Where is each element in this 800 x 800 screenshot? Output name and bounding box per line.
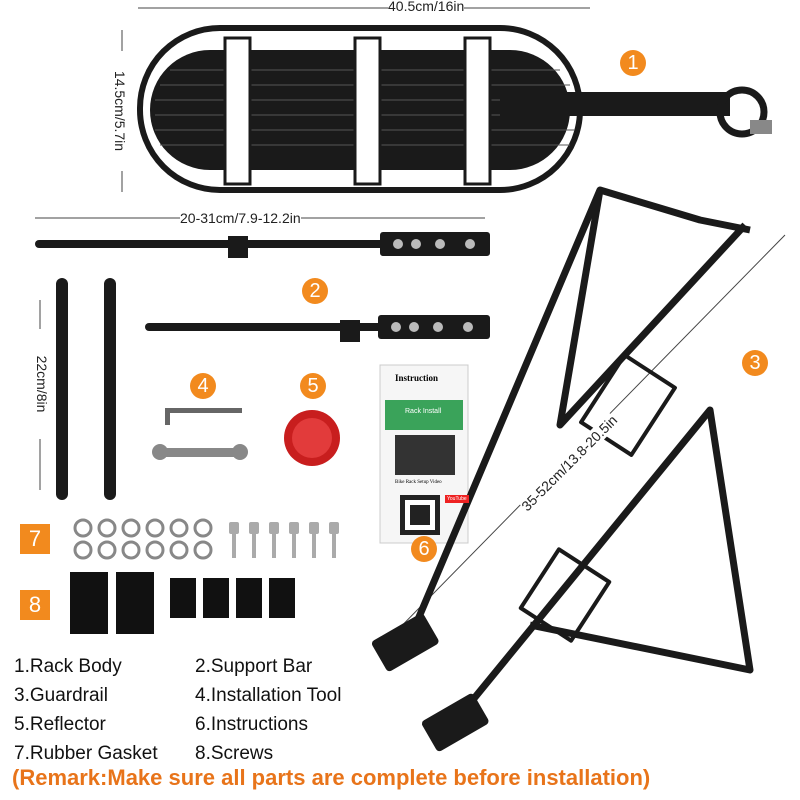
youtube-logo: YouTube	[445, 495, 469, 503]
badge-7: 7	[20, 524, 50, 554]
instruction-title: Instruction	[395, 373, 439, 383]
legend-item-4: 4.Installation Tool	[195, 685, 342, 706]
instruction-caption: Bike Rack Setup Video	[395, 480, 442, 485]
instruction-subtitle: Rack Install	[405, 408, 442, 415]
badge-2: 2	[302, 278, 328, 304]
badge-6: 6	[411, 536, 437, 562]
legend-item-3: 3.Guardrail	[14, 685, 108, 706]
dimension-rack-width: 14.5cm/5.7in	[112, 51, 128, 171]
dimension-rack-length: 40.5cm/16in	[388, 0, 465, 14]
rack-body	[137, 25, 772, 193]
guardrails	[401, 186, 754, 743]
dimension-support-bar: 20-31cm/7.9-12.2in	[180, 210, 301, 226]
legend-item-5: 5.Reflector	[14, 714, 106, 735]
badge-1: 1	[620, 50, 646, 76]
badge-3: 3	[742, 350, 768, 376]
screws	[229, 522, 339, 558]
nuts-washers	[73, 518, 213, 560]
guardrail-clamps	[371, 613, 489, 752]
installation-tools	[152, 408, 248, 460]
rubber-gaskets	[70, 572, 295, 634]
legend-item-8: 8.Screws	[195, 743, 274, 764]
badge-8: 8	[20, 590, 50, 620]
remark-text: (Remark:Make sure all parts are complete…	[12, 765, 651, 790]
legend-item-6: 6.Instructions	[195, 714, 308, 735]
badge-5: 5	[300, 373, 326, 399]
legend-item-2: 2.Support Bar	[195, 656, 313, 677]
support-bars	[35, 232, 490, 500]
legend-item-1: 1.Rack Body	[14, 656, 122, 677]
badge-4: 4	[190, 373, 216, 399]
instruction-booklet	[379, 364, 469, 544]
dimension-short-bar: 22cm/8in	[34, 329, 50, 439]
legend-item-7: 7.Rubber Gasket	[14, 743, 158, 764]
